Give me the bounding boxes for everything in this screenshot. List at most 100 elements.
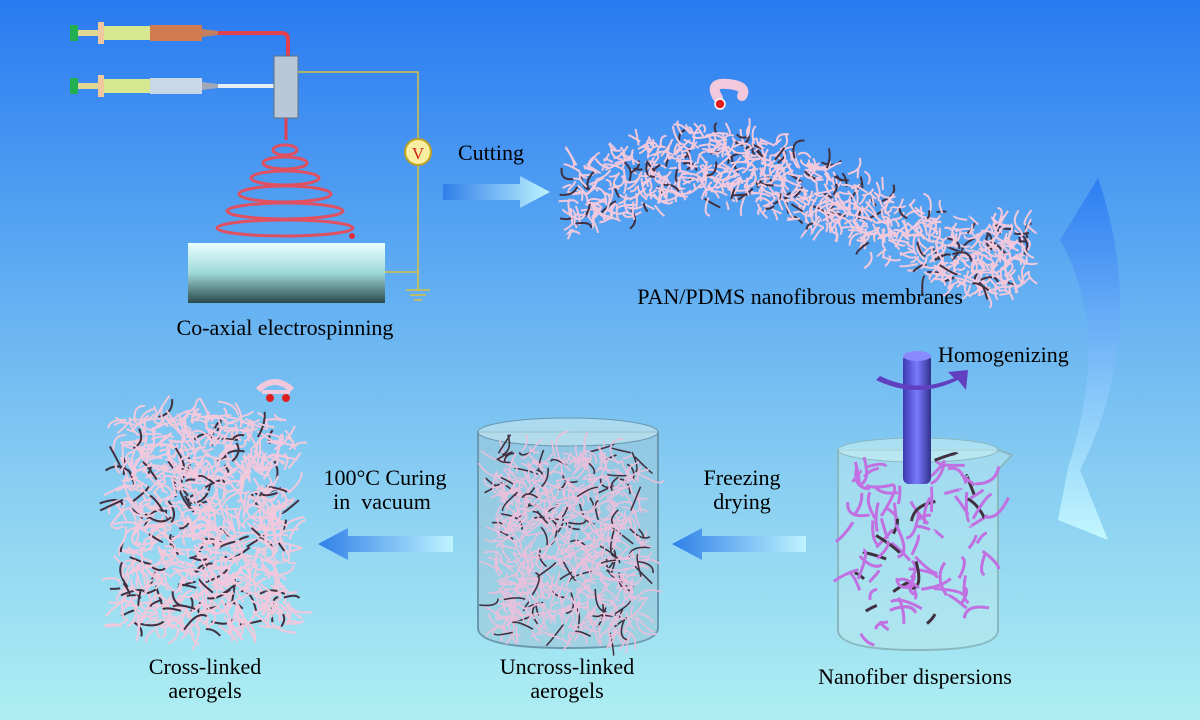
fiber [978,243,991,255]
fiber [260,516,264,528]
fiber [275,578,287,604]
fiber [671,125,683,146]
fiber [895,577,921,590]
fiber [578,172,588,188]
fiber [499,618,516,630]
fiber [829,209,841,226]
fiber [929,485,934,513]
fiber [774,145,793,156]
fiber [498,597,510,602]
fiber [586,171,595,192]
fiber [795,196,810,207]
fiber [606,632,611,650]
fiber [555,502,568,505]
fiber [221,427,235,445]
fiber [882,248,885,259]
coaxial-nozzle [273,55,299,119]
fiber [938,561,948,597]
fiber [708,136,728,142]
fiber [575,556,592,576]
fiber [109,523,125,530]
fiber [576,486,599,498]
fiber [183,603,203,615]
syringe-bottom [70,75,274,97]
fiber [151,566,166,572]
fiber [783,200,795,219]
fiber [527,589,539,615]
rotation-arrow-icon [876,370,968,390]
fiber [576,212,586,221]
fiber [213,529,219,556]
fiber [599,500,619,507]
fiber [192,429,217,446]
fiber [921,577,952,591]
fiber [856,548,868,580]
fiber [1002,223,1014,243]
fiber [769,154,779,170]
fiber [637,185,648,201]
fiber [274,439,298,447]
fiber [626,580,633,594]
fiber [140,443,156,450]
fiber [623,463,633,485]
fiber [492,470,499,494]
fiber [637,535,652,548]
fiber [854,571,866,580]
fiber [168,569,198,579]
fiber [149,478,164,491]
fiber [164,576,176,593]
fiber [566,229,572,240]
fiber [795,181,802,190]
fiber [495,550,504,574]
fiber [507,516,520,522]
fiber [608,632,621,637]
fiber [552,507,565,532]
fiber [124,450,134,461]
fiber [621,175,630,184]
fiber [500,524,524,534]
fiber [275,606,290,615]
fiber [247,422,255,432]
fiber [971,252,988,258]
curing-label-line1: 100°C Curing [323,465,446,490]
fiber [106,617,129,628]
fiber [576,590,589,597]
fiber [647,135,653,147]
fiber [287,471,303,494]
fiber [238,535,249,541]
fiber [825,148,831,169]
fiber [530,632,543,638]
fiber [963,233,984,240]
fiber [952,234,958,247]
fiber [485,624,505,637]
fiber [926,613,937,625]
fiber [535,487,548,502]
fiber [521,604,536,610]
fiber [585,453,592,468]
fiber [534,471,546,482]
fiber [483,478,497,489]
fiber [138,569,150,589]
fiber [721,145,730,158]
fiber [248,578,262,584]
fiber [622,210,642,218]
fiber [836,192,846,207]
fiber [1008,256,1018,263]
fiber [785,159,794,173]
fiber [512,551,535,556]
fiber [206,427,222,445]
fiber [527,461,539,478]
fiber [969,488,985,500]
fiber [730,188,736,200]
fiber [268,527,280,532]
fiber [233,601,239,618]
fiber [879,199,891,218]
fiber [859,176,864,189]
fiber [866,491,877,520]
fiber [663,187,673,194]
fiber [776,151,787,169]
fiber [184,430,195,450]
fiber [595,169,612,181]
uncross-label-line1: Uncross-linked [500,654,634,679]
fiber [774,147,786,161]
